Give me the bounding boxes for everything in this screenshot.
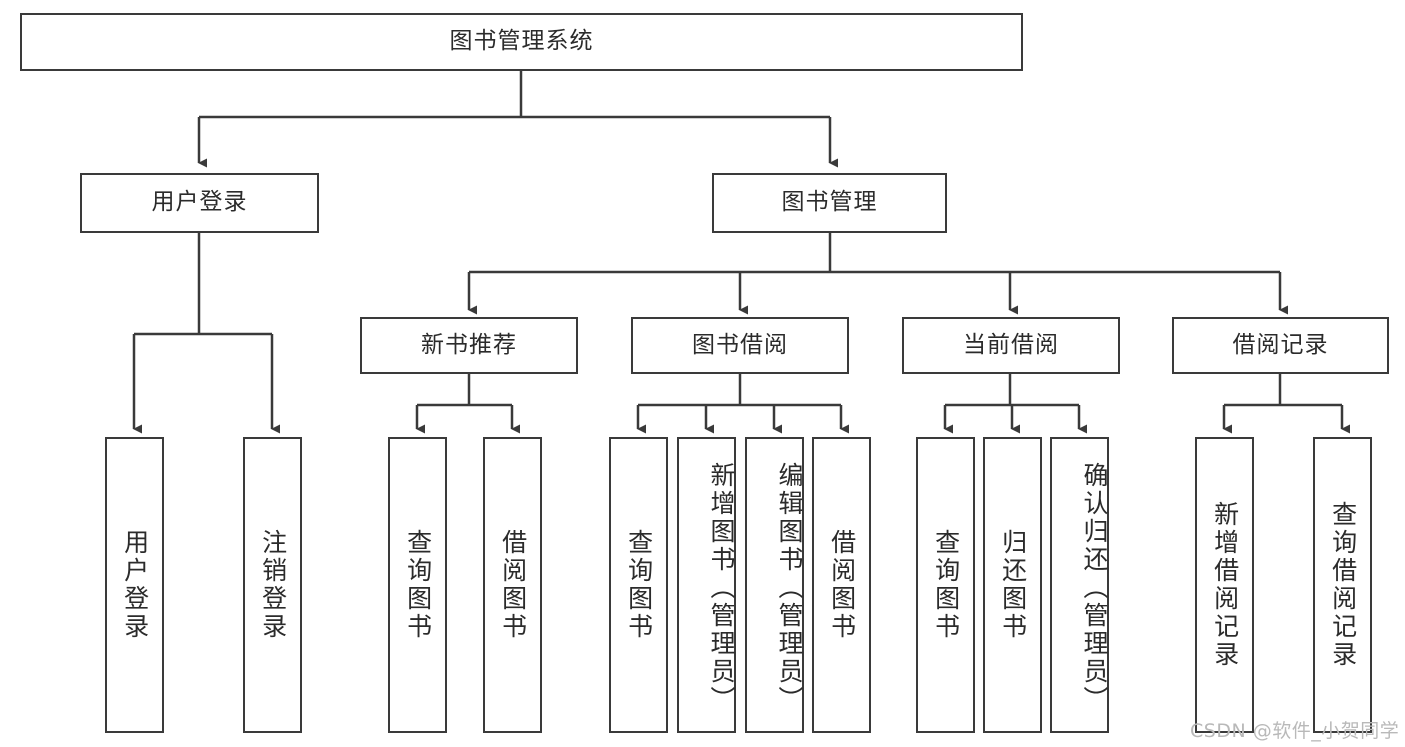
node-current-borrow[interactable]: 当前借阅: [902, 317, 1120, 374]
node-label: 用户登录: [151, 189, 248, 216]
leaf-borrow-add-book-admin[interactable]: 新增图书（管理员）: [677, 437, 736, 733]
watermark: CSDN @软件_小贺同学: [1190, 720, 1400, 742]
node-label: 图书管理系统: [449, 28, 594, 55]
leaf-current-return-book[interactable]: 归还图书: [983, 437, 1042, 733]
leaf-borrow-query-book[interactable]: 查询图书: [609, 437, 668, 733]
node-label: 查询图书: [403, 529, 433, 641]
node-label: 新增借阅记录: [1210, 501, 1240, 669]
node-label: 当前借阅: [963, 331, 1059, 358]
node-new-book-recommend[interactable]: 新书推荐: [360, 317, 578, 374]
leaf-user-login-signin[interactable]: 用户登录: [105, 437, 164, 733]
leaf-recommend-query-book[interactable]: 查询图书: [388, 437, 447, 733]
node-label: 用户登录: [120, 529, 150, 641]
node-book-management[interactable]: 图书管理: [712, 173, 947, 233]
node-label: 查询图书: [624, 529, 654, 641]
node-user-login[interactable]: 用户登录: [80, 173, 319, 233]
leaf-current-query-book[interactable]: 查询图书: [916, 437, 975, 733]
node-label: 新增图书（管理员）: [707, 462, 736, 714]
node-label: 图书管理: [781, 189, 878, 216]
node-label: 归还图书: [998, 529, 1028, 641]
leaf-current-confirm-return-admin[interactable]: 确认归还（管理员）: [1050, 437, 1109, 733]
leaf-records-query-record[interactable]: 查询借阅记录: [1313, 437, 1372, 733]
node-root-system[interactable]: 图书管理系统: [20, 13, 1023, 71]
node-label: 图书借阅: [692, 331, 788, 358]
node-label: 借阅图书: [498, 529, 528, 641]
node-label: 确认归还（管理员）: [1080, 462, 1109, 714]
leaf-borrow-edit-book-admin[interactable]: 编辑图书（管理员）: [745, 437, 804, 733]
node-borrow-records[interactable]: 借阅记录: [1172, 317, 1389, 374]
node-book-borrow[interactable]: 图书借阅: [631, 317, 849, 374]
node-label: 查询借阅记录: [1328, 501, 1358, 669]
leaf-user-login-signout[interactable]: 注销登录: [243, 437, 302, 733]
node-label: 查询图书: [931, 529, 961, 641]
leaf-recommend-borrow-book[interactable]: 借阅图书: [483, 437, 542, 733]
node-label: 注销登录: [258, 529, 288, 641]
node-label: 新书推荐: [421, 331, 517, 358]
node-label: 编辑图书（管理员）: [775, 462, 804, 714]
node-label: 借阅记录: [1232, 331, 1329, 358]
node-label: 借阅图书: [827, 529, 857, 641]
leaf-borrow-borrow-book[interactable]: 借阅图书: [812, 437, 871, 733]
leaf-records-add-record[interactable]: 新增借阅记录: [1195, 437, 1254, 733]
